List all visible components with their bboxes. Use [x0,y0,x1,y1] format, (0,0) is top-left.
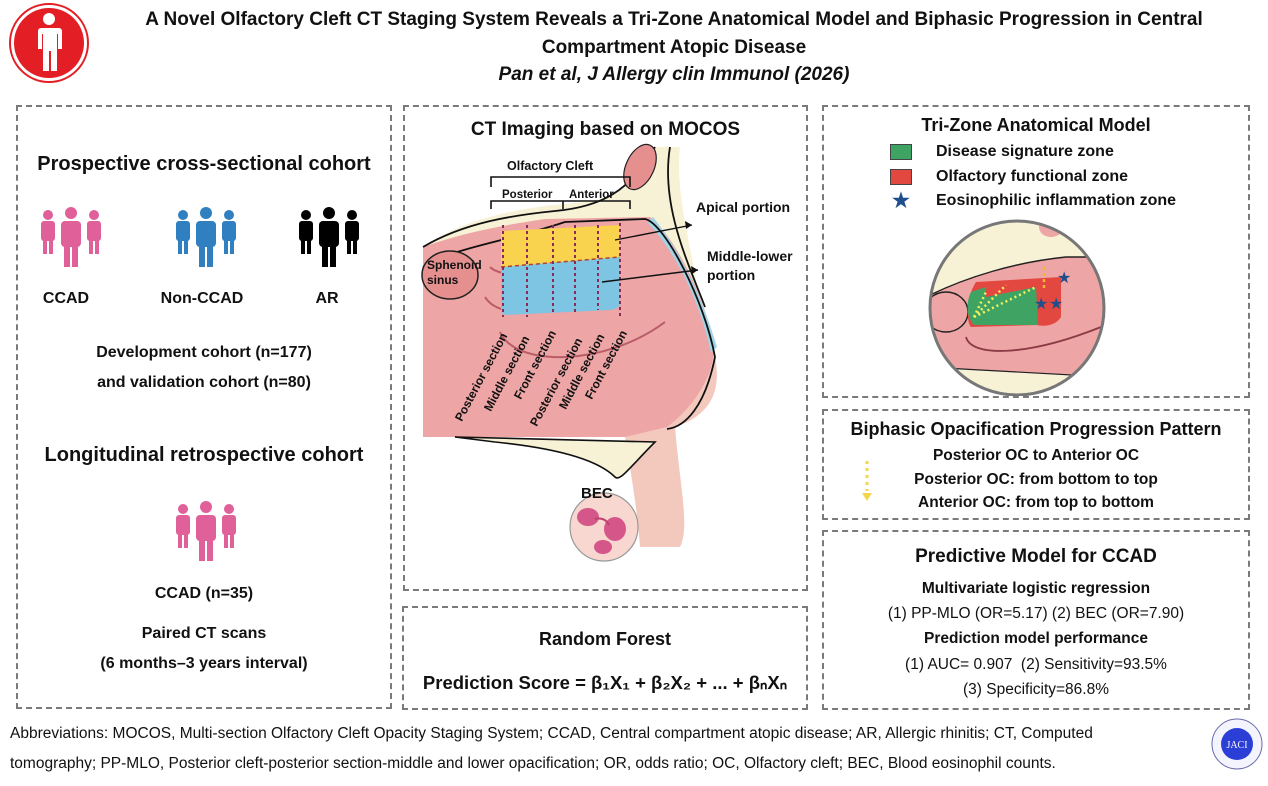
prediction-formula: Prediction Score = β₁X₁ + β₂X₂ + ... + β… [422,672,788,693]
label-middle-lower-2: portion [707,267,756,283]
predictive-line1: (1) PP-MLO (OR=5.17) (2) BEC (OR=7.90) [887,605,1185,622]
ct-title: CT Imaging based on MOCOS [470,119,741,140]
label-posterior: Posterior [502,189,553,201]
abbreviations-line2: tomography; PP-MLO, Posterior cleft-post… [10,755,1056,772]
star-icon: ★ [892,190,910,212]
validation-cohort: and validation cohort (n=80) [97,374,311,391]
green-swatch [890,144,912,160]
citation: Pan et al, J Allergy clin Immunol (2026) [498,64,850,85]
people-group-icon [299,207,359,267]
predictive-panel: Predictive Model for CCAD Multivariate l… [822,530,1250,710]
dotted-arrow-down-icon [862,461,872,501]
trizone-magnified-view: ★ ★ ★ [928,219,1106,396]
predictive-line3: (3) Specificity=86.8% [962,681,1110,698]
people-group-icon [41,207,101,267]
star-icon: ★ [1049,296,1063,313]
person-icon [9,3,89,83]
legend-label: Olfactory functional zone [936,168,1129,185]
apical-zone [501,225,620,267]
red-swatch [890,169,912,185]
ct-panel: CT Imaging based on MOCOS [403,105,808,591]
group-label-ar: AR [315,290,339,307]
page-title-line2: Compartment Atopic Disease [541,37,807,58]
trizone-panel: Tri-Zone Anatomical Model Disease signat… [822,105,1250,398]
label-olfactory-cleft: Olfactory Cleft [507,159,594,173]
cohorts-panel: Prospective cross-sectional cohort CCAD … [16,105,392,709]
group-label-non-ccad: Non-CCAD [160,290,244,307]
people-group-icon [176,501,236,561]
header-logo [8,2,90,84]
predictive-title: Predictive Model for CCAD [915,546,1157,567]
legend-eosinophilic: ★ Eosinophilic inflammation zone [890,190,1177,212]
star-icon: ★ [1057,270,1071,287]
page-title-line1: A Novel Olfactory Cleft CT Staging Syste… [145,9,1203,30]
interval: (6 months–3 years interval) [100,655,308,672]
biphasic-panel: Biphasic Opacification Progression Patte… [822,409,1250,520]
biphasic-line-3: Anterior OC: from top to bottom [918,494,1154,511]
biphasic-line-2: Posterior OC: from bottom to top [914,471,1158,488]
predictive-sub1: Multivariate logistic regression [921,580,1151,597]
random-forest-title: Random Forest [538,629,671,649]
legend-disease-signature: Disease signature zone [890,143,1114,161]
label-middle-lower-1: Middle-lower [707,248,793,264]
development-cohort: Development cohort (n=177) [96,344,312,361]
biphasic-line-1: Posterior OC to Anterior OC [932,447,1140,464]
people-group-icon [176,207,236,267]
group-label-ccad: CCAD [42,290,90,307]
label-anterior: Anterior [569,189,614,201]
longitudinal-group-label: CCAD (n=35) [154,585,254,602]
label-sphenoid-2: sinus [427,273,459,287]
longitudinal-title: Longitudinal retrospective cohort [44,444,364,466]
prospective-title: Prospective cross-sectional cohort [37,153,371,175]
nasal-anatomy-diagram [421,143,717,562]
predictive-line2: (1) AUC= 0.907 (2) Sensitivity=93.5% [905,656,1167,673]
predictive-sub2: Prediction model performance [924,630,1148,647]
trizone-title: Tri-Zone Anatomical Model [921,115,1151,135]
star-icon: ★ [1034,296,1048,313]
legend-label: Disease signature zone [936,143,1114,160]
svg-text:JACI: JACI [1226,740,1247,751]
random-forest-panel: Random Forest Prediction Score = β₁X₁ + … [402,606,808,710]
label-sphenoid-1: Sphenoid [427,258,482,272]
legend-olfactory-functional: Olfactory functional zone [890,168,1128,186]
paired-ct: Paired CT scans [141,625,267,642]
middle-lower-zone [501,257,620,315]
jaci-logo: JACI [1211,718,1263,770]
label-apical-portion: Apical portion [696,199,791,215]
legend-label: Eosinophilic inflammation zone [936,192,1177,209]
biphasic-title: Biphasic Opacification Progression Patte… [850,419,1222,439]
abbreviations-line1: Abbreviations: MOCOS, Multi-section Olfa… [10,725,1093,742]
label-bec: BEC [581,485,613,502]
